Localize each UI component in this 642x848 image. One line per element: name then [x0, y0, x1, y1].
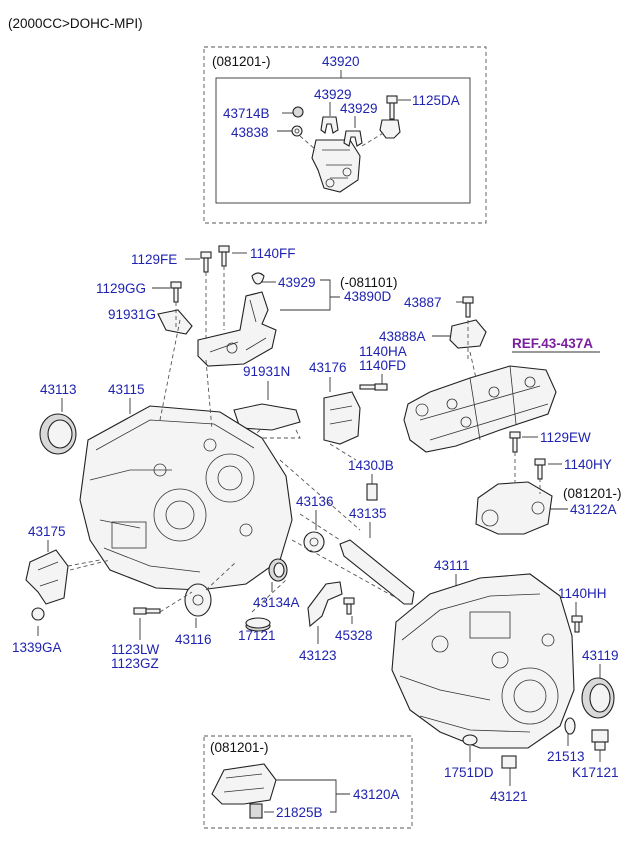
label-1140HA[interactable]: 1140HA — [359, 344, 407, 359]
label-1140FF[interactable]: 1140FF — [250, 246, 296, 261]
label-43111[interactable]: 43111 — [434, 558, 470, 573]
label-1430JB[interactable]: 1430JB — [348, 458, 394, 473]
pin-and-rail-group: 1430JB 43135 — [299, 458, 415, 605]
retainer-clip-91931G — [157, 309, 193, 335]
bolt-icon-1140HY — [534, 458, 546, 480]
label-43123[interactable]: 43123 — [299, 648, 337, 663]
label-43119[interactable]: 43119 — [582, 648, 619, 663]
label-1339GA[interactable]: 1339GA — [12, 640, 62, 655]
pin-icon-1430JB — [366, 483, 378, 501]
label-1129GG[interactable]: 1129GG — [96, 281, 146, 296]
bolt-icon-1129EW — [509, 431, 521, 453]
mount-icon-43120A — [211, 763, 277, 805]
label-43920[interactable]: 43920 — [322, 54, 360, 69]
label-91931N[interactable]: 91931N — [243, 364, 290, 379]
cable-bracket-assembly: 1129FE 1140FF 43929 (-081101) 43890D 112… — [96, 245, 398, 367]
bracket-43175 — [25, 549, 69, 605]
mount-43122A-group: 1129EW 1140HY (081201-) 43122A — [475, 430, 622, 535]
label-43121[interactable]: 43121 — [490, 789, 528, 804]
label-1125DA[interactable]: 1125DA — [412, 93, 460, 108]
label-43136[interactable]: 43136 — [296, 494, 334, 509]
clutch-housing-43115: 43113 43115 — [39, 382, 293, 591]
label-43838[interactable]: 43838 — [231, 125, 269, 140]
bolt-icon-43887 — [462, 296, 474, 318]
cable-bracket-small — [311, 139, 361, 193]
bolt-icon-1129FE — [200, 251, 212, 273]
label-43134A[interactable]: 43134A — [253, 595, 300, 610]
label-43113[interactable]: 43113 — [40, 382, 77, 397]
date-081201: (081201-) — [563, 486, 622, 501]
bolt-icon-1129GG — [170, 281, 182, 303]
label-43135[interactable]: 43135 — [349, 506, 387, 521]
bracket-43176-group: 1140HA 1140FD 43176 91931N — [233, 344, 407, 453]
plug-icon-43121 — [501, 755, 517, 769]
clip-icons — [291, 106, 363, 147]
bolt-icon-45328 — [343, 597, 355, 615]
label-1123LW[interactable]: 1123LW — [111, 642, 160, 657]
shift-cable-bracket — [157, 291, 277, 367]
label-1129FE[interactable]: 1129FE — [131, 252, 177, 267]
label-1123GZ[interactable]: 1123GZ — [111, 656, 159, 671]
seal-icon-43134A — [268, 558, 288, 582]
plate-91931N — [233, 403, 301, 431]
label-21825B[interactable]: 21825B — [276, 805, 323, 820]
bolt-icon-1339GA — [31, 607, 45, 621]
washer-icon-1751DD — [462, 734, 478, 746]
rail-43135 — [339, 539, 415, 605]
ring-icon-21513 — [564, 717, 576, 735]
valve-body-ref-icon — [403, 365, 557, 453]
top-box-date: (081201-) — [212, 54, 271, 69]
bottom-box-date: (081201-) — [210, 740, 269, 755]
label-43929-a[interactable]: 43929 — [314, 87, 352, 102]
transaxle-case-43111: 43111 1140HH 43119 21513 K17121 1751DD 4… — [391, 558, 619, 804]
bolt-icon-1140HH — [571, 615, 583, 633]
mount-43122A — [475, 481, 553, 535]
label-1751DD[interactable]: 1751DD — [444, 765, 494, 780]
oil-seal-icon-43113 — [39, 413, 77, 455]
label-43888A[interactable]: 43888A — [379, 329, 426, 344]
bracket-43123 — [307, 581, 343, 628]
label-1140FD[interactable]: 1140FD — [359, 358, 406, 373]
label-21513[interactable]: 21513 — [547, 749, 585, 764]
label-43887[interactable]: 43887 — [404, 295, 442, 310]
plug-icon-K17121 — [591, 729, 609, 751]
ref-43-437A[interactable]: REF.43-437A — [512, 336, 593, 351]
bolt-icon-1140FD — [359, 383, 388, 391]
assembly-guide-lines — [69, 319, 401, 601]
bolt-icon-1140FF — [218, 245, 230, 267]
bolt-icon-1125DA — [379, 95, 401, 139]
label-K17121[interactable]: K17121 — [572, 765, 619, 780]
label-1140HY[interactable]: 1140HY — [564, 457, 612, 472]
bolt-icon-1123LW — [133, 607, 161, 615]
clip-icon-43929 — [251, 272, 265, 285]
date-081101: (-081101) — [340, 275, 398, 290]
label-91931G[interactable]: 91931G — [108, 307, 156, 322]
bracket-43176 — [323, 391, 361, 445]
label-45328[interactable]: 45328 — [335, 628, 373, 643]
seal-icon-43136 — [303, 531, 325, 553]
oil-seal-icon-43119 — [581, 677, 615, 719]
label-43714B[interactable]: 43714B — [223, 106, 270, 121]
bottom-variant-box: (081201-) 21825B 43120A — [203, 735, 413, 829]
label-17121[interactable]: 17121 — [238, 628, 276, 643]
upper-right-parts: 43887 43888A REF.43-437A — [379, 295, 600, 453]
label-43122A[interactable]: 43122A — [570, 502, 617, 517]
washer-icon-17121 — [245, 617, 271, 632]
label-1140HH[interactable]: 1140HH — [558, 586, 607, 601]
label-43176[interactable]: 43176 — [309, 360, 347, 375]
label-1129EW[interactable]: 1129EW — [540, 430, 591, 445]
label-43175[interactable]: 43175 — [28, 524, 66, 539]
label-43120A[interactable]: 43120A — [353, 787, 400, 802]
label-43116[interactable]: 43116 — [175, 632, 212, 647]
engine-variant-header: (2000CC>DOHC-MPI) — [8, 16, 143, 31]
top-variant-box: (081201-) 43920 43929 43929 1125DA 43714… — [203, 46, 487, 224]
label-43929[interactable]: 43929 — [278, 275, 316, 290]
label-43890D[interactable]: 43890D — [344, 289, 392, 304]
nut-icon-21825B — [249, 803, 263, 819]
lower-left-small-parts: 1123LW 1123GZ 43116 17121 43136 43134A 4… — [111, 494, 373, 671]
label-43929-b[interactable]: 43929 — [340, 101, 378, 116]
bracket-43175-group: 43175 1339GA — [12, 524, 101, 655]
label-43115[interactable]: 43115 — [108, 382, 145, 397]
